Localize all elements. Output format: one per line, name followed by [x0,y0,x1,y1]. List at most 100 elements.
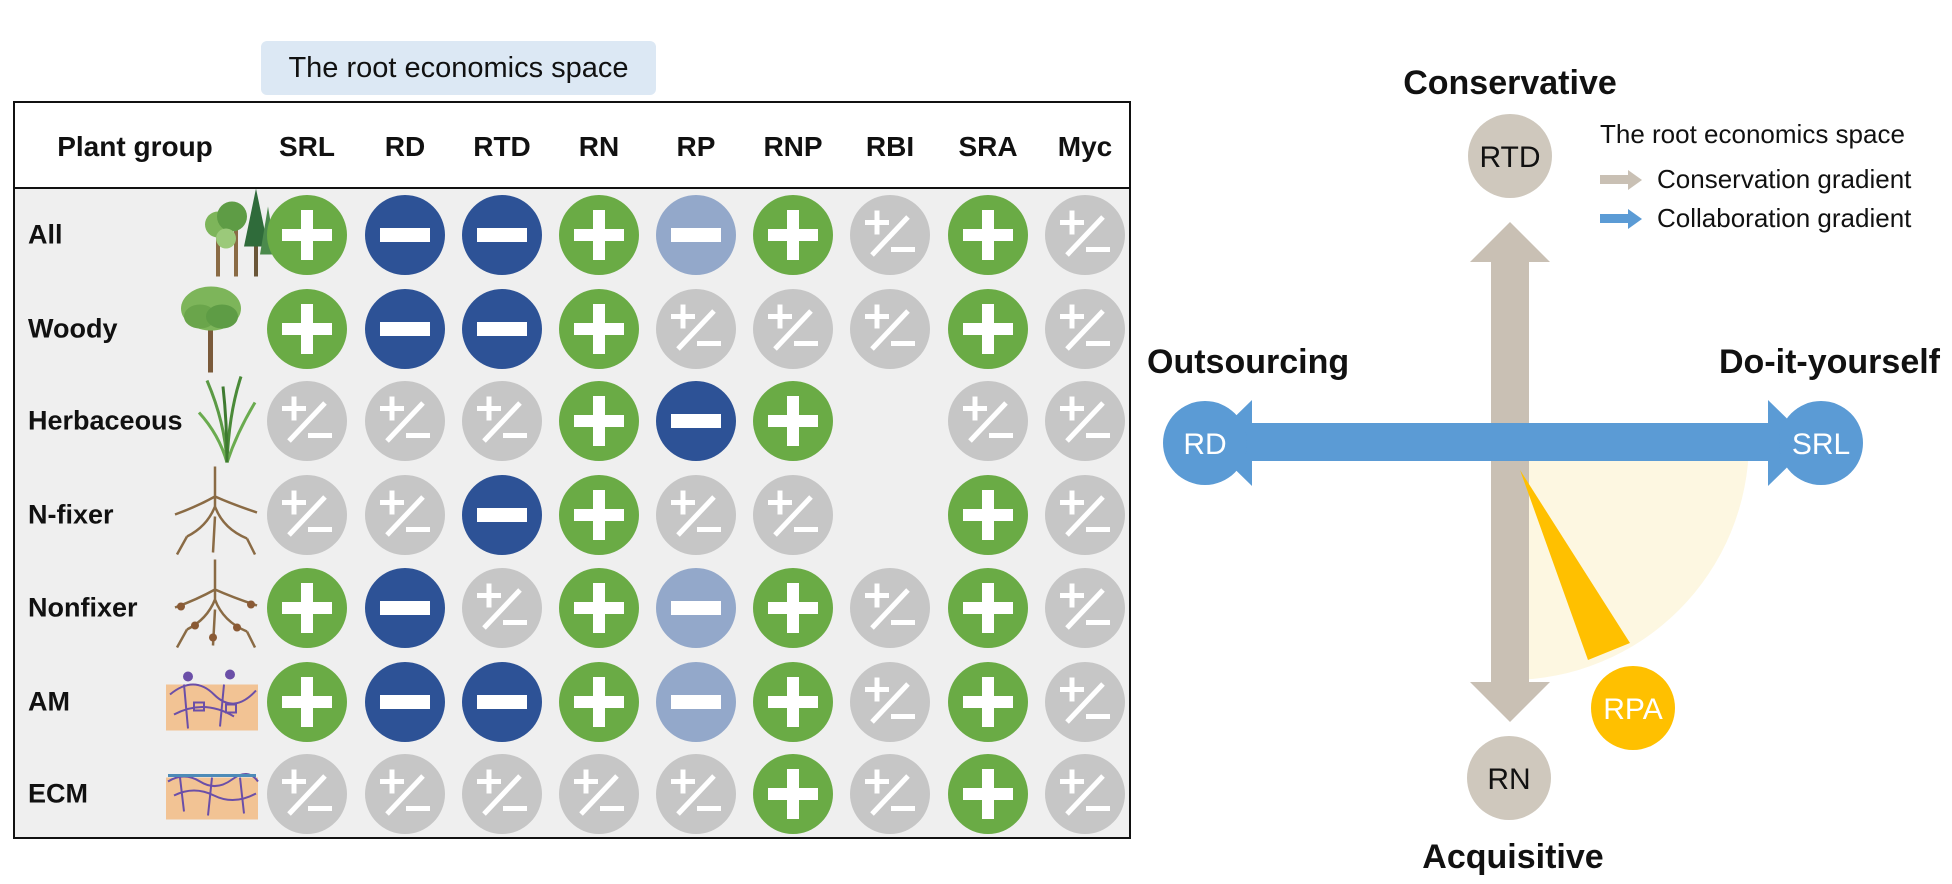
node-rd-label: RD [1183,428,1226,461]
root-icon [167,466,263,564]
label-outsourcing: Outsourcing [1147,343,1349,381]
label-conservative: Conservative [1403,64,1617,102]
plus-minus-sign-icon [753,475,833,555]
header-srl: SRL [279,131,335,162]
plus-minus-sign-icon [1045,195,1125,275]
row-label-n-fixer: N-fixer [28,499,114,530]
node-rd-circle [1163,401,1247,485]
node-srl-label: SRL [1792,428,1850,461]
plus-minus-sign-icon [267,754,347,834]
legend-conservation-arrow-icon [1600,170,1642,190]
plus-minus-sign-icon [656,475,736,555]
positive-sign-icon [948,475,1028,555]
plus-minus-sign-icon [656,754,736,834]
negative-sign-icon [365,289,445,369]
ecm-fungi-icon [164,762,260,827]
negative-weak-sign-icon [656,662,736,742]
conservation-gradient-arrow [1470,222,1550,722]
positive-sign-icon [559,195,639,275]
plus-minus-sign-icon [850,289,930,369]
legend-title: The root economics space [1600,119,1905,149]
header-rp: RP [676,131,716,162]
header-sra: SRA [958,131,1018,162]
plus-minus-sign-icon [267,475,347,555]
positive-sign-icon [753,754,833,834]
node-rn-label: RN [1487,763,1530,796]
negative-sign-icon [365,195,445,275]
legend-collaboration-label: Collaboration gradient [1657,203,1912,233]
positive-sign-icon [753,195,833,275]
plus-minus-sign-icon [850,568,930,648]
plus-minus-sign-icon [948,381,1028,461]
plus-minus-sign-icon [462,754,542,834]
header-rd: RD [384,131,426,162]
node-rpa-label: RPA [1603,693,1662,726]
plus-minus-sign-icon [1045,381,1125,461]
plus-minus-sign-icon [850,754,930,834]
positive-sign-icon [559,662,639,742]
plus-minus-sign-icon [559,754,639,834]
negative-sign-icon [462,289,542,369]
tree-group-icon [202,187,278,284]
negative-sign-icon [365,568,445,648]
plus-minus-sign-icon [850,662,930,742]
row-label-ecm: ECM [28,778,88,809]
positive-sign-icon [753,568,833,648]
positive-sign-icon [948,662,1028,742]
plus-minus-sign-icon [1045,289,1125,369]
tree-icon [176,281,246,378]
positive-sign-icon [753,662,833,742]
rpa-sector [1510,441,1749,680]
header-rn: RN [578,131,620,162]
negative-sign-icon [365,662,445,742]
header-rnp: RNP [763,131,823,162]
label-acquisitive: Acquisitive [1422,838,1603,876]
row-label-herbaceous: Herbaceous [28,405,183,436]
plus-minus-sign-icon [267,381,347,461]
positive-sign-icon [267,662,347,742]
header-plant-group: Plant group [57,131,213,162]
plus-minus-sign-icon [753,289,833,369]
positive-sign-icon [267,289,347,369]
plus-minus-sign-icon [1045,568,1125,648]
node-rtd-circle [1468,114,1552,198]
plus-minus-sign-icon [656,289,736,369]
header-rtd: RTD [473,131,531,162]
am-fungi-icon [164,665,260,740]
negative-weak-sign-icon [656,195,736,275]
legend: The root economics space Conservation gr… [1600,119,1912,233]
node-rpa-circle [1591,666,1675,750]
header-myc: Myc [1057,131,1113,162]
negative-sign-icon [656,381,736,461]
negative-sign-icon [462,195,542,275]
negative-sign-icon [462,475,542,555]
node-rn-circle [1467,736,1551,820]
plus-minus-sign-icon [365,381,445,461]
positive-sign-icon [559,289,639,369]
positive-sign-icon [267,195,347,275]
label-do-it-yourself: Do-it-yourself [1719,343,1941,381]
positive-sign-icon [948,568,1028,648]
negative-sign-icon [462,662,542,742]
positive-sign-icon [948,195,1028,275]
negative-weak-sign-icon [656,568,736,648]
plus-minus-sign-icon [462,381,542,461]
table-title: The root economics space [261,41,656,95]
positive-sign-icon [267,568,347,648]
positive-sign-icon [559,568,639,648]
root-economics-diagram: RTD RN RD SRL RPA Conservative Acquisiti… [1147,64,1941,876]
plus-minus-sign-icon [1045,662,1125,742]
plus-minus-sign-icon [462,568,542,648]
header-rbi: RBI [865,131,915,162]
node-rtd-label: RTD [1479,141,1540,174]
plus-minus-sign-icon [365,475,445,555]
plus-minus-sign-icon [850,195,930,275]
root-nodule-icon [167,559,263,657]
grass-icon [197,373,257,470]
plus-minus-sign-icon [1045,475,1125,555]
row-label-all: All [28,219,63,250]
row-label-woody: Woody [28,313,118,344]
row-label-am: AM [28,686,70,717]
row-label-nonfixer: Nonfixer [28,592,138,623]
positive-sign-icon [559,475,639,555]
